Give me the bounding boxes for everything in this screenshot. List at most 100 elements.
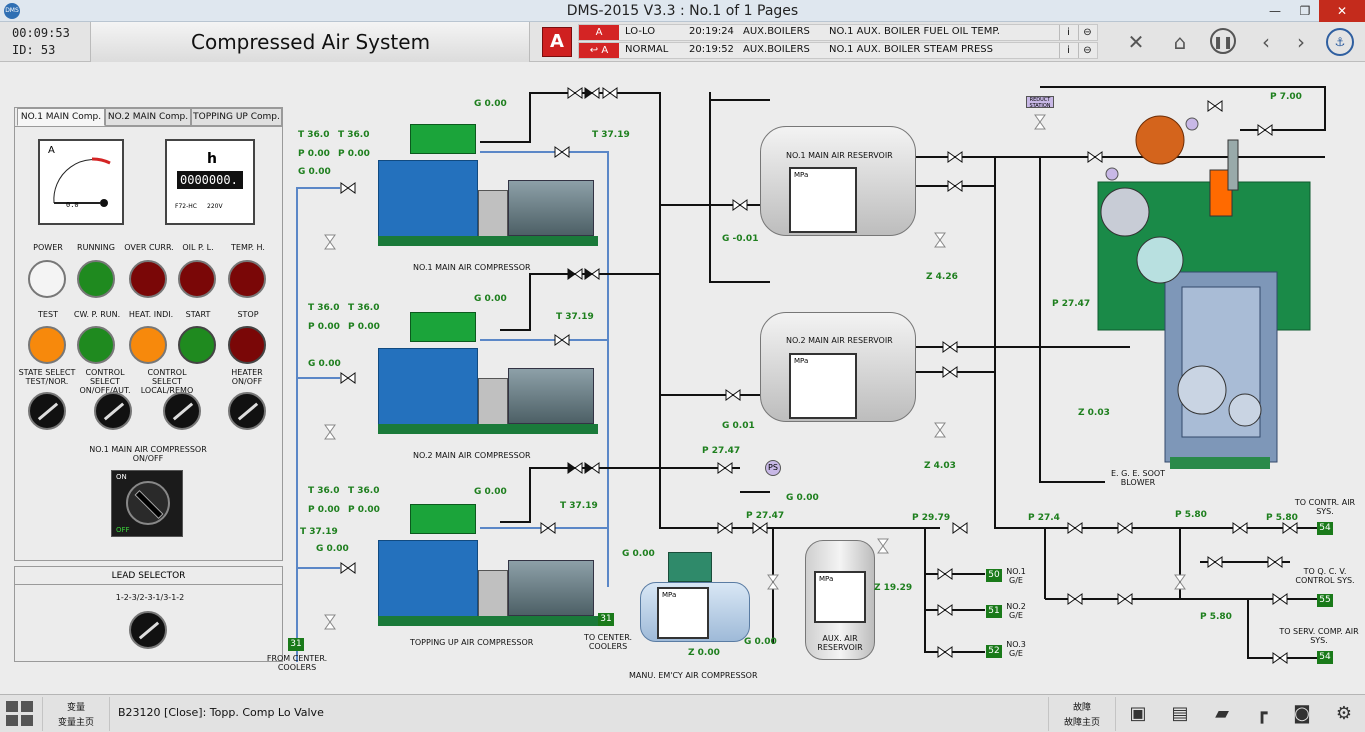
lead-selector-switch[interactable] [129, 611, 167, 649]
pressure-switch-indicator: PS [765, 460, 781, 476]
header-bar: 00:09:53 ID: 53 Compressed Air System A … [0, 22, 1365, 62]
reservoir-gauge: MPa [789, 353, 857, 419]
save-icon[interactable]: ▣ [1129, 703, 1147, 724]
tab-no1-main-comp[interactable]: NO.1 MAIN Comp. [17, 108, 105, 126]
variable-home-button[interactable]: 变量 变量主页 [42, 697, 110, 731]
close-button[interactable]: ✕ [1319, 0, 1365, 22]
emcy-motor [668, 552, 712, 582]
alarm-state: LO-LO [625, 26, 656, 37]
previous-page-icon[interactable]: ‹ [1262, 30, 1270, 54]
minimize-button[interactable]: — [1269, 4, 1281, 18]
id-label: ID: [12, 43, 34, 57]
alarm-info-button[interactable]: i [1059, 25, 1077, 40]
alarm-list-button[interactable]: A [542, 27, 572, 57]
compressed-air-diagram: MPa MPa MPa MPa REDUCT STATION PS T 36.0 [0, 62, 1365, 694]
alarm-collapse-button[interactable]: ⊖ [1078, 25, 1096, 40]
emcy-inlet-label: G 0.00 [622, 549, 655, 559]
no1-main-air-reservoir[interactable]: MPa [760, 126, 916, 236]
pause-icon[interactable]: ❚❚ [1210, 28, 1236, 54]
status-message: B23120 [Close]: Topp. Comp Lo Valve [118, 706, 324, 719]
switch-label-heater: HEATER ON/OFF [231, 368, 263, 386]
lamp-label-oil-pl: OIL P. L. [182, 243, 214, 252]
soot-z-label: Z 0.03 [1078, 408, 1110, 418]
no2-compressor-unit[interactable] [378, 312, 598, 434]
switch-on-label: ON [116, 473, 127, 481]
alarm-collapse-button[interactable]: ⊖ [1078, 43, 1096, 58]
emcy-air-compressor[interactable]: MPa [640, 582, 750, 642]
settings-gear-icon[interactable]: ⚙ [1335, 703, 1353, 724]
switch-off-label: OFF [116, 526, 130, 534]
apps-grid-icon[interactable] [6, 701, 36, 727]
aux-air-reservoir[interactable]: MPa [805, 540, 875, 660]
ge1-label: NO.1 G/E [1006, 567, 1026, 585]
no1-compressor-unit[interactable] [378, 124, 598, 246]
reduced-pressure-a-label: P 5.80 [1175, 510, 1207, 520]
tab-no2-main-comp[interactable]: NO.2 MAIN Comp. [105, 108, 191, 126]
ammeter: A 0.0 [38, 139, 124, 225]
alarm-row-2[interactable]: ↩ A NORMAL 20:19:52 AUX.BOILERS NO.1 AUX… [578, 42, 1098, 59]
topping-up-compressor-unit[interactable] [378, 504, 598, 626]
tab-topping-up-comp[interactable]: TOPPING UP Comp. [191, 108, 282, 126]
state-select-switch[interactable] [28, 392, 66, 430]
test-button[interactable] [28, 326, 66, 364]
no1-outlet-valve-label: G 0.00 [474, 99, 507, 109]
next-page-icon[interactable]: › [1297, 30, 1305, 54]
ge3-box[interactable]: 52 [986, 645, 1002, 658]
control-select-local-switch[interactable] [163, 392, 201, 430]
save-as-icon[interactable]: ▤ [1171, 703, 1189, 724]
emcy-gauge: MPa [657, 587, 709, 639]
ammeter-unit: A [48, 145, 55, 156]
topup-temp1-label: T 36.0 [308, 486, 340, 496]
soot-blower-label: E. G. E. SOOT BLOWER [1110, 469, 1166, 487]
ge2-box[interactable]: 51 [986, 605, 1002, 618]
system-clock: 00:09:53 [12, 26, 70, 40]
no2-cw-valve-label: G 0.00 [308, 359, 341, 369]
maximize-button[interactable]: ❐ [1299, 4, 1311, 18]
no2-outlet-valve-label: G 0.00 [474, 294, 507, 304]
stop-button[interactable] [228, 326, 266, 364]
cooler-in-box[interactable]: 31 [288, 638, 304, 651]
rotary-knob-icon [126, 481, 170, 525]
pipe-network [296, 86, 1326, 664]
topup-outlet-valve-label: G 0.00 [474, 487, 507, 497]
alarm-time: 20:19:52 [689, 44, 734, 55]
heater-switch[interactable] [228, 392, 266, 430]
alarm-row-1[interactable]: A LO-LO 20:19:24 AUX.BOILERS NO.1 AUX. B… [578, 24, 1098, 41]
no2-reservoir-name: NO.2 MAIN AIR RESERVOIR [786, 336, 893, 345]
clear-icon[interactable]: ┏ [1256, 703, 1268, 724]
fault-home-label: 故障主页 [1063, 718, 1100, 728]
qcv-control-box[interactable]: 55 [1317, 594, 1333, 607]
window-title: DMS-2015 V3.3 : No.1 of 1 Pages [566, 3, 799, 19]
home-icon[interactable]: ⌂ [1173, 30, 1187, 54]
cooler-out-box[interactable]: 31 [598, 613, 614, 626]
fault-home-button[interactable]: 故障 故障主页 [1048, 697, 1116, 731]
alarm-ack-icon: ↩ [589, 45, 602, 56]
contr-air-box[interactable]: 54 [1317, 522, 1333, 535]
no1-cw-valve-label: G 0.00 [298, 167, 331, 177]
camera-icon[interactable]: ◙ [1293, 703, 1311, 724]
alarm-info-button[interactable]: i [1059, 43, 1077, 58]
reduct-station[interactable]: REDUCT STATION [1026, 96, 1054, 109]
serv-comp-air-box[interactable]: 54 [1317, 651, 1333, 664]
no2-main-air-reservoir[interactable]: MPa [760, 312, 916, 422]
no1-cooling-temp-label: T 37.19 [592, 130, 630, 140]
hour-meter-unit: h [207, 151, 217, 167]
start-button[interactable] [178, 326, 216, 364]
open-folder-icon[interactable]: ▰ [1215, 703, 1229, 724]
mute-icon[interactable]: ✕ [1127, 30, 1145, 54]
app-logo-icon: DMS [4, 3, 20, 19]
footer-bar: 变量 变量主页 B23120 [Close]: Topp. Comp Lo Va… [0, 694, 1365, 732]
control-select-onoff-switch[interactable] [94, 392, 132, 430]
lamp-label-running: RUNNING [77, 243, 115, 252]
aux-valve-label: G 0.00 [786, 493, 819, 503]
alarm-group: AUX.BOILERS [743, 44, 810, 55]
from-coolers-label: FROM CENTER. COOLERS [266, 654, 328, 672]
top-pressure-label: P 7.00 [1270, 92, 1302, 102]
no1-reservoir-name: NO.1 MAIN AIR RESERVOIR [786, 151, 893, 160]
lead-selector-title: LEAD SELECTOR [15, 567, 282, 585]
heater-indicator-lamp [129, 326, 167, 364]
main-compressor-switch[interactable]: ON OFF [111, 470, 183, 537]
ge1-box[interactable]: 50 [986, 569, 1002, 582]
page-title-panel: Compressed Air System [90, 22, 530, 62]
topup-press1-label: P 0.00 [308, 505, 340, 515]
